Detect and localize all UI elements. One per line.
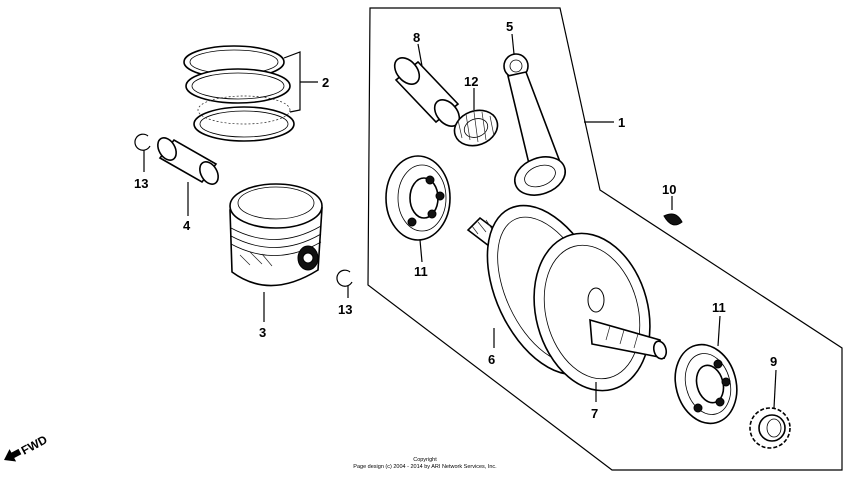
callout-13-right: 13 — [338, 302, 352, 317]
copyright-line-1: Copyright — [413, 457, 437, 463]
assembly-outline — [367, 7, 843, 471]
fwd-indicator: FWD — [4, 432, 50, 462]
crank-pin[interactable] — [390, 53, 465, 131]
fwd-arrow-icon — [4, 448, 22, 462]
callout-7: 7 — [591, 406, 598, 421]
piston[interactable] — [229, 183, 323, 287]
leader-lines — [143, 33, 777, 409]
fwd-label: FWD — [19, 432, 50, 457]
callout-12: 12 — [464, 74, 478, 89]
copyright-line-2: Page design (c) 2004 - 2014 by ARI Netwo… — [353, 464, 497, 470]
ball-bearing-left[interactable] — [385, 155, 451, 241]
callout-4: 4 — [183, 218, 191, 233]
callout-2: 2 — [322, 75, 329, 90]
callout-5: 5 — [506, 19, 513, 34]
callout-1: 1 — [618, 115, 625, 130]
callout-3: 3 — [259, 325, 266, 340]
circlip-right[interactable] — [336, 269, 353, 287]
callout-13-left: 13 — [134, 176, 148, 191]
piston-pin[interactable] — [154, 135, 222, 188]
callout-8: 8 — [413, 30, 420, 45]
callout-11-right: 11 — [712, 300, 726, 315]
crankshaft[interactable] — [463, 186, 668, 403]
needle-bearing[interactable] — [450, 105, 503, 152]
callout-6: 6 — [488, 352, 495, 367]
ball-bearing-right[interactable] — [667, 338, 746, 431]
callout-labels: 1 2 3 4 5 6 7 8 9 10 11 11 12 13 13 — [134, 19, 777, 421]
callout-10: 10 — [662, 182, 676, 197]
woodruff-key[interactable] — [663, 213, 683, 226]
callout-9: 9 — [770, 354, 777, 369]
circlip-left[interactable] — [134, 133, 151, 151]
connecting-rod[interactable] — [503, 53, 571, 202]
callout-11-left: 11 — [414, 264, 428, 279]
timing-sprocket[interactable] — [749, 407, 791, 449]
piston-rings[interactable] — [183, 45, 295, 142]
